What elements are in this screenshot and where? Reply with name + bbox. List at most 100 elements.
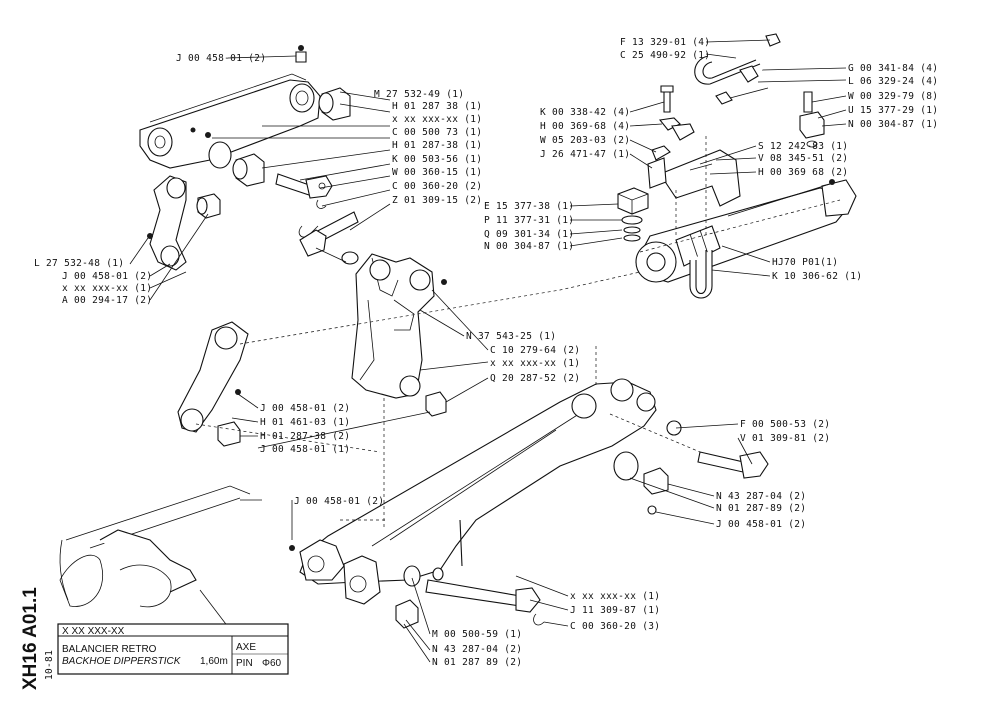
callout: F 00 500-53 (2) <box>740 419 830 430</box>
callout: J 00 458-01 (2) <box>260 403 350 414</box>
washers-p11-q09-n00 <box>621 215 643 242</box>
callout: L 27 532-48 (1) <box>34 258 124 269</box>
callout: L 06 329-24 (4) <box>848 76 938 87</box>
callout: J 00 458-01 (2) <box>176 53 266 64</box>
callout: E 15 377-38 (1) <box>484 201 574 212</box>
callout: N 43 287-04 (2) <box>432 644 522 655</box>
callout: Q 09 301-34 (1) <box>484 229 574 240</box>
bolt-k00338 <box>658 85 695 141</box>
pin-k00503 <box>275 173 333 199</box>
callout: H 00 369-68 (4) <box>540 121 630 132</box>
u-bolt-f13329 <box>694 33 781 105</box>
callout: Q 20 287-52 (2) <box>490 373 580 384</box>
callout: HJ70 P01(1) <box>772 257 838 268</box>
callout: W 00 360-15 (1) <box>392 167 482 178</box>
pin-v01309 <box>697 451 769 479</box>
callout: J 00 458-01 (1) <box>260 444 350 455</box>
callout: G 00 341-84 (4) <box>848 63 938 74</box>
part-name-fr: BALANCIER RETRO <box>62 644 157 655</box>
clip-w00360 <box>316 199 327 209</box>
washer-w05203 <box>647 145 671 189</box>
callout: F 13 329-01 (4) <box>620 37 710 48</box>
u-bolt-k10306-inner <box>695 250 707 295</box>
callout: S 12 242-83 (1) <box>758 141 848 152</box>
bush-q20287 <box>425 391 447 417</box>
drawing-code: XH16 A01.1 <box>20 587 41 690</box>
callout: M 27 532-49 (1) <box>374 89 464 100</box>
callout: N 01 287 89 (2) <box>432 657 522 668</box>
callout: H 01 287-38 (1) <box>392 140 482 151</box>
callout: N 01 287-89 (2) <box>716 503 806 514</box>
bush-n43287-right <box>613 451 669 495</box>
leader-lines <box>129 39 847 663</box>
grease-nipple-top <box>295 45 307 63</box>
callout: C 25 490-92 (1) <box>620 50 710 61</box>
bush-a00294 <box>196 193 221 219</box>
drawing-date: 10-81 <box>44 650 55 680</box>
inset-machine-view <box>59 485 262 608</box>
bracket-n37543 <box>351 253 447 399</box>
callout: K 10 306-62 (1) <box>772 271 862 282</box>
link-arm-m27532 <box>139 73 321 169</box>
pin-diameter: Φ60 <box>262 658 282 669</box>
callout-labels: J 00 458-01 (2) M 27 532-49 (1) H 01 287… <box>34 37 938 668</box>
block-e15377 <box>617 187 649 215</box>
callout: J 11 309-87 (1) <box>570 605 660 616</box>
callout: A 00 294-17 (2) <box>62 295 152 306</box>
callout: U 15 377-29 (1) <box>848 105 938 116</box>
nut-u15377 <box>799 91 825 148</box>
callout: C 00 360-20 (3) <box>570 621 660 632</box>
pin-j11309 <box>425 579 541 613</box>
pin-z01309 <box>299 211 359 265</box>
callout: N 00 304-87 (1) <box>484 241 574 252</box>
drawing-code-text: XH16 A01.1 <box>20 587 41 690</box>
part-name-en: BACKHOE DIPPERSTICK <box>62 656 182 667</box>
callout: Z 01 309-15 (2) <box>392 195 482 206</box>
callout: J 00 458-01 (2) <box>294 496 384 507</box>
nipple-j00458-right <box>647 505 657 515</box>
callout: M 00 500-59 (1) <box>432 629 522 640</box>
washer-m00500 <box>403 565 444 587</box>
callout: C 00 360-20 (2) <box>392 181 482 192</box>
callout: H 00 369 68 (2) <box>758 167 848 178</box>
callout: x xx xxx-xx (1) <box>490 358 580 369</box>
callout: N 43 287-04 (2) <box>716 491 806 502</box>
bush-n43287-bottom <box>395 599 419 629</box>
callout: N 37 543-25 (1) <box>466 331 556 342</box>
callout: H 01 287 38 (1) <box>392 101 482 112</box>
part-length: 1,60m <box>200 656 228 667</box>
callout: x xx xxx-xx (1) <box>392 114 482 125</box>
callout: H 01 287-38 (2) <box>260 431 350 442</box>
callout: V 01 309-81 (2) <box>740 433 830 444</box>
callout: x xx xxx-xx (1) <box>62 283 152 294</box>
bush-h0128738-mid <box>232 153 265 187</box>
callout: V 08 345-51 (2) <box>758 153 848 164</box>
link-l27532 <box>147 175 187 271</box>
callout: H 01 461-03 (1) <box>260 417 350 428</box>
bush-h0128738-low <box>217 421 241 447</box>
hydraulic-cylinder <box>635 179 857 283</box>
callout: N 00 304-87 (1) <box>848 119 938 130</box>
axe-label-en: PIN <box>236 658 253 669</box>
dipperstick-body <box>289 378 657 605</box>
callout: P 11 377-31 (1) <box>484 215 574 226</box>
callout: J 26 471-47 (1) <box>540 149 630 160</box>
drawing-ref: X XX XXX-XX <box>62 626 125 637</box>
callout: C 10 279-64 (2) <box>490 345 580 356</box>
callout: J 00 458-01 (2) <box>62 271 152 282</box>
callout: K 00 338-42 (4) <box>540 107 630 118</box>
callout: W 05 203-03 (2) <box>540 135 630 146</box>
drawing-date-text: 10-81 <box>44 650 55 680</box>
axe-label-fr: AXE <box>236 642 256 653</box>
callout: J 00 458-01 (2) <box>716 519 806 530</box>
assembly-lines <box>195 136 841 530</box>
bracket-s12242 <box>659 149 741 207</box>
link-h01461 <box>177 321 249 433</box>
callout: x xx xxx-xx (1) <box>570 591 660 602</box>
callout: K 00 503-56 (1) <box>392 154 482 165</box>
callout: C 00 500 73 (1) <box>392 127 482 138</box>
callout: W 00 329-79 (8) <box>848 91 938 102</box>
title-block: X XX XXX-XX BALANCIER RETRO BACKHOE DIPP… <box>57 623 289 675</box>
